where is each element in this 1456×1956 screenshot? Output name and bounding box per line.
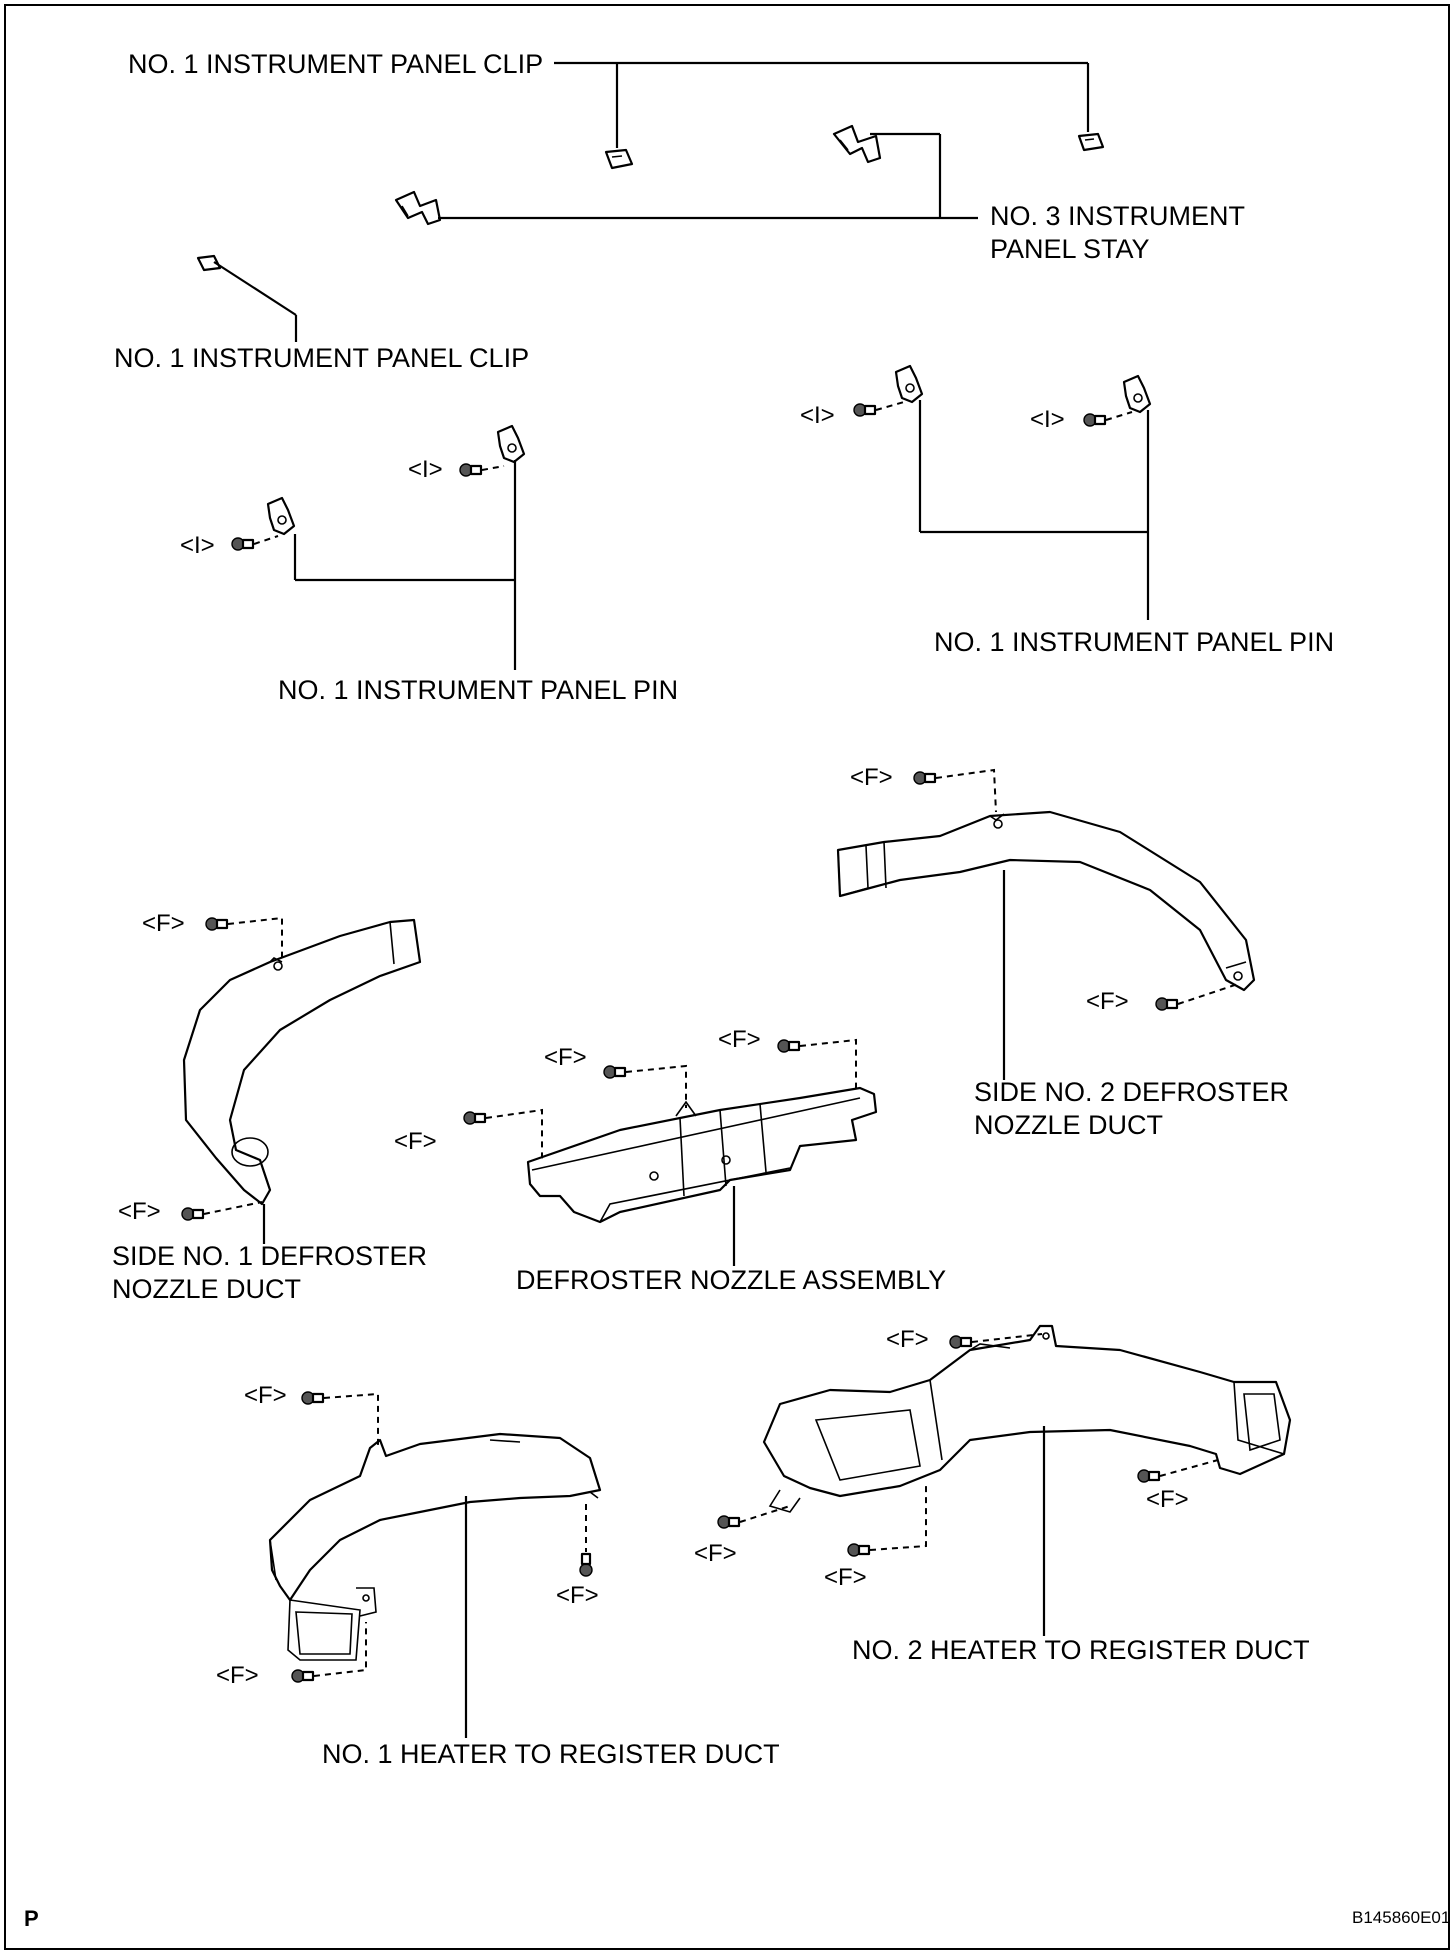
dash-line <box>203 1201 263 1215</box>
fastener-tag: <I> <box>180 532 215 559</box>
dash-line <box>799 1038 857 1090</box>
bolt-icon <box>291 1669 315 1683</box>
label-side-no2-defroster-nozzle-duct: SIDE NO. 2 DEFROSTER NOZZLE DUCT <box>974 1077 1290 1140</box>
label-no1-instrument-panel-clip-top: NO. 1 INSTRUMENT PANEL CLIP <box>128 49 544 79</box>
pin-part <box>894 364 924 404</box>
dash-line <box>1105 411 1133 421</box>
fastener-tag: <F> <box>394 1128 437 1155</box>
fastener-tag: <F> <box>1086 988 1129 1015</box>
bolt-icon <box>913 771 937 785</box>
dash-line <box>875 401 905 411</box>
pin-part <box>1122 374 1152 414</box>
fastener-tag: <F> <box>244 1382 287 1409</box>
label-no2-heater-to-register-duct: NO. 2 HEATER TO REGISTER DUCT <box>852 1635 1310 1665</box>
dash-line <box>971 1333 1043 1343</box>
clip-part <box>196 254 222 272</box>
bolt-icon <box>777 1039 801 1053</box>
bolt-icon <box>205 917 229 931</box>
dash-line <box>253 535 279 545</box>
clip-part <box>1077 132 1105 152</box>
dash-line <box>739 1505 791 1523</box>
label-no1-instrument-panel-pin-right: NO. 1 INSTRUMENT PANEL PIN <box>934 627 1335 657</box>
leader-clip-left <box>213 261 297 316</box>
dash-line <box>481 465 505 471</box>
side-no2-duct <box>836 810 1256 992</box>
fastener-tag: <F> <box>824 1564 867 1591</box>
bolt-icon <box>949 1335 973 1349</box>
fastener-tag: <F> <box>718 1026 761 1053</box>
fastener-tag: <F> <box>544 1044 587 1071</box>
pin-part <box>496 424 526 464</box>
dash-line <box>227 916 283 962</box>
bolt-icon <box>1155 997 1179 1011</box>
leader-pin-left <box>293 460 517 670</box>
corner-mark: P <box>24 1906 39 1931</box>
leader-stay <box>438 132 978 220</box>
fastener-tag: <F> <box>886 1326 929 1353</box>
bolt-icon <box>301 1391 325 1405</box>
clip-part <box>604 148 634 170</box>
defroster-nozzle-assembly <box>526 1086 878 1224</box>
label-no1-instrument-panel-clip-left: NO. 1 INSTRUMENT PANEL CLIP <box>114 343 530 373</box>
dash-line <box>869 1486 927 1551</box>
bolt-icon <box>459 463 483 477</box>
fastener-tag: <F> <box>1146 1486 1189 1513</box>
fastener-tag: <I> <box>408 456 443 483</box>
bolt-icon <box>1137 1469 1161 1483</box>
fastener-tag: <F> <box>850 764 893 791</box>
bolt-icon <box>853 403 877 417</box>
stay-part <box>832 124 882 164</box>
pin-part <box>266 496 296 536</box>
fastener-tag: <I> <box>800 402 835 429</box>
label-no1-instrument-panel-pin-left: NO. 1 INSTRUMENT PANEL PIN <box>278 675 679 705</box>
bolt-icon <box>181 1207 205 1221</box>
fastener-tag: <F> <box>694 1540 737 1567</box>
fastener-tag: <I> <box>1030 406 1065 433</box>
dash-line <box>323 1392 379 1446</box>
fastener-tag: <F> <box>118 1198 161 1225</box>
dash-line <box>1159 1459 1219 1477</box>
label-side-no1-defroster-nozzle-duct: SIDE NO. 1 DEFROSTER NOZZLE DUCT <box>112 1241 428 1304</box>
stay-part <box>394 190 442 226</box>
dash-line <box>1177 983 1239 1005</box>
bolt-icon <box>847 1543 871 1557</box>
bolt-icon <box>1083 413 1107 427</box>
bolt-icon <box>463 1111 487 1125</box>
no2-heater-duct <box>762 1324 1292 1513</box>
fastener-tag: <F> <box>216 1662 259 1689</box>
dash-line <box>485 1108 543 1160</box>
leader-pin-right <box>918 400 1150 620</box>
bolt-icon <box>231 537 255 551</box>
fastener-tag: <F> <box>142 910 185 937</box>
bolt-icon <box>717 1515 741 1529</box>
no1-heater-duct <box>268 1432 602 1661</box>
side-no1-duct <box>182 918 422 1206</box>
leader-clip-top <box>554 61 1090 148</box>
bolt-icon <box>579 1552 593 1577</box>
label-defroster-nozzle-assembly: DEFROSTER NOZZLE ASSEMBLY <box>516 1265 947 1295</box>
figure-code: B145860E01 <box>1352 1908 1451 1927</box>
dash-line <box>935 768 997 813</box>
fastener-tag: <F> <box>556 1582 599 1609</box>
dash-line <box>625 1064 687 1108</box>
label-no3-instrument-panel-stay: NO. 3 INSTRUMENT PANEL STAY <box>990 201 1246 264</box>
label-no1-heater-to-register-duct: NO. 1 HEATER TO REGISTER DUCT <box>322 1739 780 1769</box>
bolt-icon <box>603 1065 627 1079</box>
